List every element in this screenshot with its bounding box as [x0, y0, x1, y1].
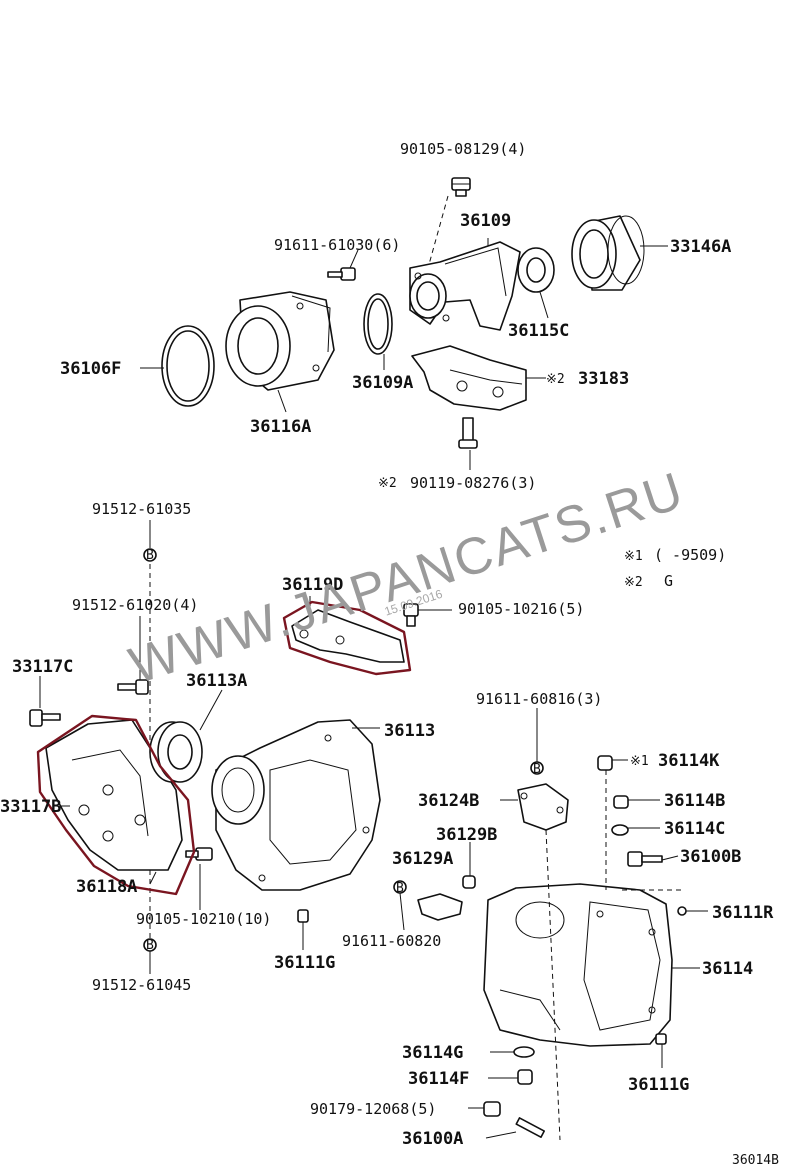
cover-36124B: [517, 783, 569, 831]
b-mark: B: [533, 762, 541, 777]
note-mark-2: ※2: [546, 372, 565, 387]
bracket-36119D: [291, 609, 405, 663]
label-36100B: 36100B: [680, 847, 741, 867]
bolt-91611-61030: [327, 267, 356, 281]
note-mark-2-legend: ※2: [624, 575, 643, 590]
label-36129A: 36129A: [392, 849, 453, 869]
label-36113A: 36113A: [186, 671, 247, 691]
o-ring-36106F: [161, 325, 215, 407]
label-90105-08129: 90105-08129(4): [400, 140, 526, 158]
note-mark-1: ※1: [624, 549, 643, 564]
highlight-outline-36118A: [36, 714, 196, 896]
label-91611-61030: 91611-61030(6): [274, 236, 400, 254]
label-36100A: 36100A: [402, 1129, 463, 1149]
label-91512-61035: 91512-61035: [92, 500, 191, 518]
label-91512-61020: 91512-61020(4): [72, 596, 198, 614]
bolt-90179-12068: [483, 1101, 501, 1117]
bracket-33183: [411, 345, 527, 411]
bolt-90119-08276: [458, 417, 478, 449]
bearing-36113A: [149, 721, 203, 783]
adapter-36116A: [225, 291, 335, 391]
part-36109-housing: [409, 241, 521, 331]
clip-36129A: [417, 893, 463, 921]
plug-36111G-right: [655, 1033, 667, 1045]
bolt-90105-10216: [403, 603, 419, 627]
label-90119-08276: 90119-08276(3): [410, 474, 536, 492]
note-mark-2: ※2: [378, 476, 397, 491]
note-text-2: G: [664, 572, 673, 590]
bracket-36118A: [45, 719, 183, 871]
plug-36111G-left: [297, 909, 309, 923]
note-mark-1: ※1: [630, 754, 649, 769]
label-36106F: 36106F: [60, 359, 121, 379]
label-36114G: 36114G: [402, 1043, 463, 1063]
bolt-90105-08129: [451, 177, 471, 197]
case-36114: [483, 883, 673, 1047]
seal-36115C: [517, 247, 555, 293]
stud-36100A: [515, 1117, 546, 1139]
label-36114K: 36114K: [658, 751, 720, 771]
label-36114B: 36114B: [664, 791, 725, 811]
label-36111G-left: 36111G: [274, 953, 335, 973]
label-36114: 36114: [702, 959, 753, 979]
label-91512-61045: 91512-61045: [92, 976, 191, 994]
note-text-1: ( -9509): [654, 546, 726, 564]
plug-36114B: [613, 795, 629, 809]
label-90105-10216: 90105-10216(5): [458, 600, 584, 618]
label-36109A: 36109A: [352, 373, 413, 393]
plug-36114K: [597, 755, 613, 771]
highlight-outline-36119D: [282, 600, 412, 676]
label-36129B: 36129B: [436, 825, 497, 845]
b-mark: B: [146, 938, 154, 953]
label-36111G-right: 36111G: [628, 1075, 689, 1095]
bolt-90105-10210: [185, 847, 213, 861]
label-36113: 36113: [384, 721, 435, 741]
plug-36129B: [462, 875, 476, 889]
label-33183: 33183: [578, 369, 629, 389]
sleeve-33146A: [571, 215, 645, 291]
bolt-33117C: [29, 709, 61, 727]
bolt-36100B: [627, 851, 663, 867]
label-33117C: 33117C: [12, 657, 73, 677]
label-36116A: 36116A: [250, 417, 311, 437]
label-36118A: 36118A: [76, 877, 137, 897]
washer-36114C: [611, 824, 629, 836]
label-36114F: 36114F: [408, 1069, 469, 1089]
label-36124B: 36124B: [418, 791, 479, 811]
b-mark: B: [396, 881, 404, 896]
label-90105-10210: 90105-10210(10): [136, 910, 271, 928]
bolt-91512-61020: [117, 679, 149, 695]
label-91611-60820: 91611-60820: [342, 932, 441, 950]
drawing-code: 36014B: [732, 1153, 779, 1168]
label-36111R: 36111R: [712, 903, 774, 923]
label-33146A: 33146A: [670, 237, 731, 257]
label-36119D: 36119D: [282, 575, 343, 595]
b-mark: B: [146, 548, 154, 563]
case-36113: [211, 719, 381, 891]
leader-lines: [39, 238, 708, 1139]
plug-36111R: [677, 906, 687, 916]
label-33117B: 33117B: [0, 797, 61, 817]
washer-36114G: [513, 1046, 535, 1058]
plug-36114F: [517, 1069, 533, 1085]
assembly-dash: [545, 829, 561, 1141]
o-ring-36109A: [363, 293, 393, 355]
label-91611-60816: 91611-60816(3): [476, 690, 602, 708]
leader-dash: [427, 195, 449, 269]
b-mark-circle: [143, 548, 157, 562]
watermark-site: WWW.JAPANCATS.RU: [123, 461, 692, 695]
label-36114C: 36114C: [664, 819, 725, 839]
label-90179-12068: 90179-12068(5): [310, 1100, 436, 1118]
label-36109: 36109: [460, 211, 511, 231]
label-36115C: 36115C: [508, 321, 569, 341]
